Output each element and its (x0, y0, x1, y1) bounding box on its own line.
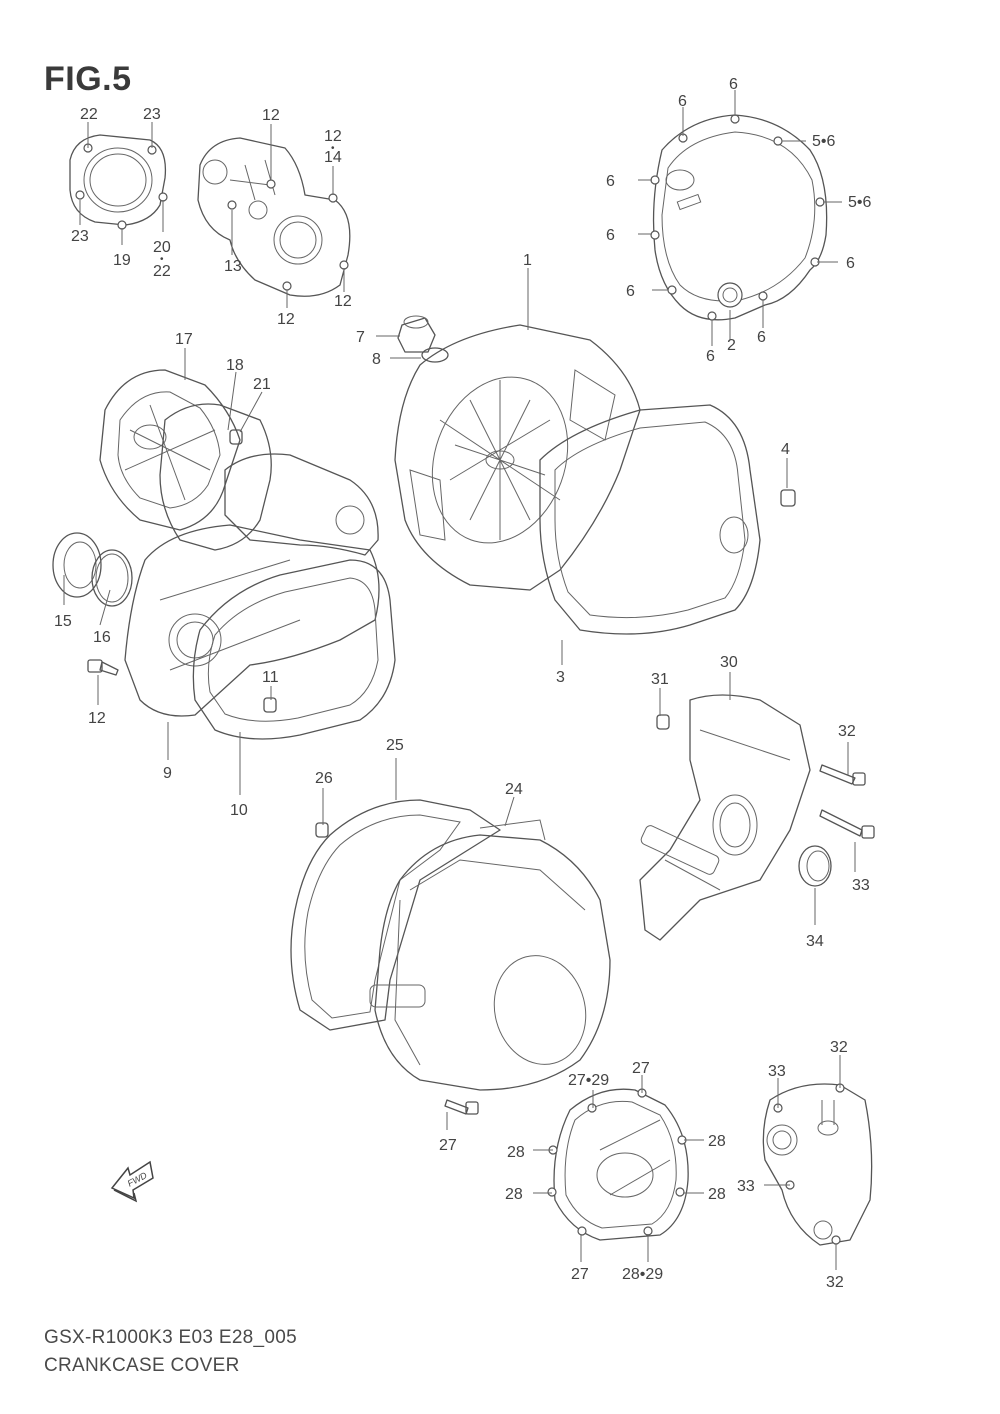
starter-clutch-cover (547, 1088, 689, 1241)
bracket-dowel (656, 714, 670, 730)
figure-title: FIG.5 (44, 60, 132, 98)
callout-28: 28 (708, 1133, 726, 1150)
callout-15: 15 (54, 613, 72, 630)
callout-24: 24 (505, 781, 523, 798)
callout-labels: 22 23 23 19 20 • 22 12 12 • 14 13 12 12 … (54, 76, 872, 1291)
callout-14: 14 (324, 149, 342, 166)
oil-filler-plug (397, 315, 436, 353)
generator-dowel (315, 822, 329, 838)
callout-28: 28 (708, 1186, 726, 1203)
callout-32: 32 (838, 723, 856, 740)
callout-23: 23 (143, 106, 161, 123)
pump-dowel (229, 429, 243, 445)
clutch-cover-outer (650, 114, 828, 321)
callout-6: 6 (606, 173, 615, 190)
callout-28: 28 (507, 1144, 525, 1161)
seal-ring (91, 549, 133, 607)
callout-6: 6 (706, 348, 715, 365)
pump-gasket (159, 403, 272, 551)
bracket-bolt-short (819, 809, 875, 839)
callout-6: 6 (846, 255, 855, 272)
callout-33: 33 (852, 877, 870, 894)
dowel-pin (780, 489, 796, 507)
callout-6: 6 (606, 227, 615, 244)
callout-5-6: 5•6 (812, 133, 836, 150)
generator-gasket (290, 799, 501, 1031)
callout-dot: • (160, 254, 164, 265)
callout-6: 6 (729, 76, 738, 93)
model-code: GSX-R1000K3 E03 E28_005 (44, 1327, 298, 1348)
callout-28-29: 28•29 (622, 1266, 663, 1283)
callout-21: 21 (253, 376, 271, 393)
generator-cover (369, 819, 611, 1091)
callout-12: 12 (324, 128, 342, 145)
callout-27: 27 (439, 1137, 457, 1154)
callout-33: 33 (737, 1178, 755, 1195)
callout-12: 12 (88, 710, 106, 727)
bracket-cap (798, 845, 832, 887)
crankcase-cover-main (394, 324, 641, 591)
callout-17: 17 (175, 331, 193, 348)
o-ring (421, 347, 449, 363)
bracket-assembly (639, 694, 811, 941)
callout-9: 9 (163, 765, 172, 782)
bracket-bolt-long (819, 764, 866, 786)
water-pump-housing (99, 369, 241, 531)
callout-16: 16 (93, 629, 111, 646)
callout-6: 6 (757, 329, 766, 346)
callout-12: 12 (277, 311, 295, 328)
callout-12: 12 (334, 293, 352, 310)
leader-lines (63, 90, 856, 1270)
stator-housing (124, 453, 380, 717)
callout-22: 22 (80, 106, 98, 123)
callout-22: 22 (153, 263, 171, 280)
callout-20: 20 (153, 239, 171, 256)
callout-6: 6 (626, 283, 635, 300)
callout-19: 19 (113, 252, 131, 269)
callout-2: 2 (727, 337, 736, 354)
oil-seal (52, 532, 102, 598)
callout-1: 1 (523, 252, 532, 269)
callout-27: 27 (571, 1266, 589, 1283)
generator-bolt (444, 1099, 479, 1115)
callout-25: 25 (386, 737, 404, 754)
callout-26: 26 (315, 770, 333, 787)
callout-dot: • (331, 143, 335, 154)
callout-27: 27 (632, 1060, 650, 1077)
stator-gasket (192, 559, 396, 740)
callout-13: 13 (224, 258, 242, 275)
sprocket-cover (762, 1083, 873, 1246)
callout-3: 3 (556, 669, 565, 686)
callout-31: 31 (651, 671, 669, 688)
callout-27-29: 27•29 (568, 1072, 609, 1089)
callout-34: 34 (806, 933, 824, 950)
callout-23: 23 (71, 228, 89, 245)
callout-7: 7 (356, 329, 365, 346)
callout-11: 11 (262, 669, 279, 686)
callout-32: 32 (830, 1039, 848, 1056)
callout-12: 12 (262, 107, 280, 124)
callout-33: 33 (768, 1063, 786, 1080)
callout-10: 10 (230, 802, 248, 819)
stator-dowel (263, 697, 277, 713)
callout-6: 6 (678, 93, 687, 110)
fwd-arrow-icon: FWD (110, 1160, 154, 1203)
callout-4: 4 (781, 441, 790, 458)
callout-28: 28 (505, 1186, 523, 1203)
water-pump-cover (197, 137, 351, 297)
callout-8: 8 (372, 351, 381, 368)
callout-5-6: 5•6 (848, 194, 872, 211)
callout-30: 30 (720, 654, 738, 671)
callout-18: 18 (226, 357, 244, 374)
pulser-cover-small (69, 134, 168, 230)
callout-32: 32 (826, 1274, 844, 1291)
section-name: CRANKCASE COVER (44, 1355, 240, 1376)
housing-bolt (87, 659, 119, 676)
crankcase-gasket (539, 404, 761, 635)
